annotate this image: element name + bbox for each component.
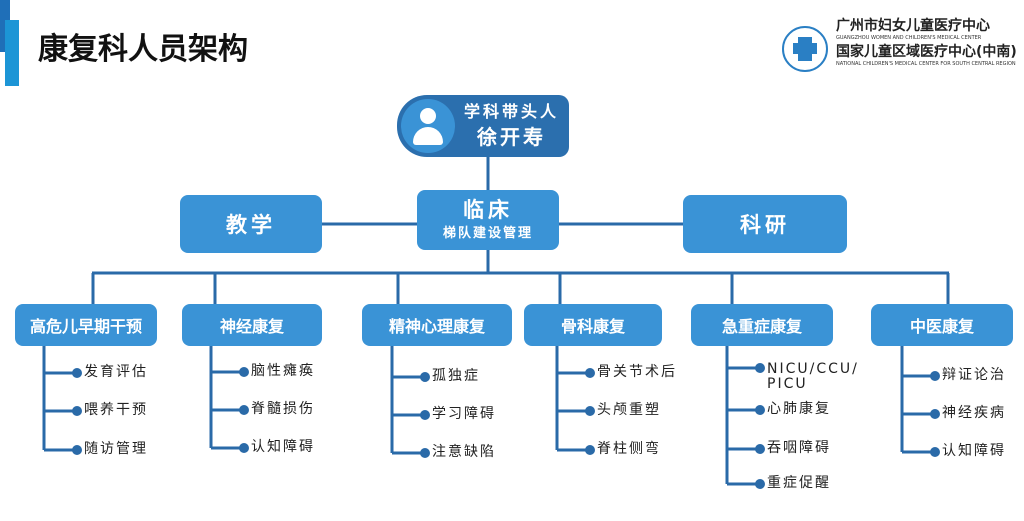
person-icon	[401, 99, 455, 153]
bullet-dot	[755, 479, 765, 489]
bullet-dot	[755, 444, 765, 454]
bullet-dot	[585, 445, 595, 455]
bullet-dot	[239, 443, 249, 453]
bullet-dot	[239, 367, 249, 377]
category-item: 孤独症	[432, 368, 480, 384]
category-item: 脊柱侧弯	[597, 441, 661, 457]
category-box: 精神心理康复	[362, 304, 512, 346]
bullet-dot	[420, 448, 430, 458]
category-item: 随访管理	[84, 441, 148, 457]
category-item: 认知障碍	[251, 439, 315, 455]
bullet-dot	[72, 445, 82, 455]
category-box: 骨科康复	[524, 304, 662, 346]
logo-text: 广州市妇女儿童医疗中心 GUANGZHOU WOMEN AND CHILDREN…	[836, 18, 1017, 68]
bullet-dot	[420, 410, 430, 420]
bullet-dot	[755, 405, 765, 415]
branch-clinical: 临床 梯队建设管理	[417, 190, 559, 250]
category-item: 认知障碍	[942, 443, 1006, 459]
hospital-logo: 广州市妇女儿童医疗中心 GUANGZHOU WOMEN AND CHILDREN…	[780, 18, 1024, 82]
bullet-dot	[585, 406, 595, 416]
category-label: 高危儿早期干预	[29, 317, 142, 336]
bullet-dot	[239, 405, 249, 415]
category-box: 急重症康复	[691, 304, 833, 346]
category-item: 心肺康复	[767, 401, 831, 417]
branch-teaching: 教学	[180, 195, 322, 253]
category-item: 骨关节术后	[597, 364, 677, 380]
branch-label: 教学	[226, 213, 276, 237]
category-label: 骨科康复	[560, 317, 625, 336]
category-item: 头颅重塑	[597, 402, 661, 418]
leader-node: 学科带头人 徐开寿	[397, 95, 569, 157]
bullet-dot	[930, 409, 940, 419]
logo-sub-en: NATIONAL CHILDREN'S MEDICAL CENTER FOR S…	[836, 61, 1016, 67]
bullet-dot	[72, 406, 82, 416]
logo-sub-cn: 国家儿童区域医疗中心(中南)	[836, 44, 1017, 60]
branch-sublabel: 梯队建设管理	[442, 226, 533, 241]
bullet-dot	[72, 368, 82, 378]
leader-name: 徐开寿	[477, 125, 546, 149]
bullet-dot	[585, 368, 595, 378]
bullet-dot	[930, 371, 940, 381]
category-label: 中医康复	[909, 317, 974, 336]
category-item: 喂养干预	[84, 402, 148, 418]
category-item: 神经疾病	[942, 405, 1006, 421]
bullet-dot	[755, 363, 765, 373]
category-label: 神经康复	[219, 317, 284, 336]
category-item: 脑性瘫痪	[251, 363, 315, 379]
category-item: 重症促醒	[767, 475, 831, 491]
category-item: 发育评估	[84, 364, 148, 380]
branch-label: 科研	[740, 213, 790, 237]
category-item: 注意缺陷	[432, 444, 496, 460]
category-label: 精神心理康复	[388, 317, 485, 336]
branch-research: 科研	[683, 195, 847, 253]
category-box: 神经康复	[182, 304, 322, 346]
page-title: 康复科人员架构	[38, 32, 248, 67]
category-item: 脊髓损伤	[251, 401, 315, 417]
accent-bar	[5, 20, 19, 86]
logo-name-cn: 广州市妇女儿童医疗中心	[836, 18, 990, 34]
category-item: 吞咽障碍	[767, 440, 831, 456]
bullet-dot	[930, 447, 940, 457]
category-box: 高危儿早期干预	[15, 304, 157, 346]
hospital-seal-icon	[782, 26, 828, 72]
branch-label: 临床	[463, 198, 513, 222]
category-item: NICU/CCU/PICU	[767, 361, 859, 392]
bullet-dot	[420, 372, 430, 382]
category-item: 辩证论治	[942, 367, 1006, 383]
logo-name-en: GUANGZHOU WOMEN AND CHILDREN'S MEDICAL C…	[836, 35, 982, 41]
category-box: 中医康复	[871, 304, 1013, 346]
leader-role: 学科带头人	[463, 102, 559, 121]
category-label: 急重症康复	[721, 317, 802, 336]
category-item: 学习障碍	[432, 406, 496, 422]
